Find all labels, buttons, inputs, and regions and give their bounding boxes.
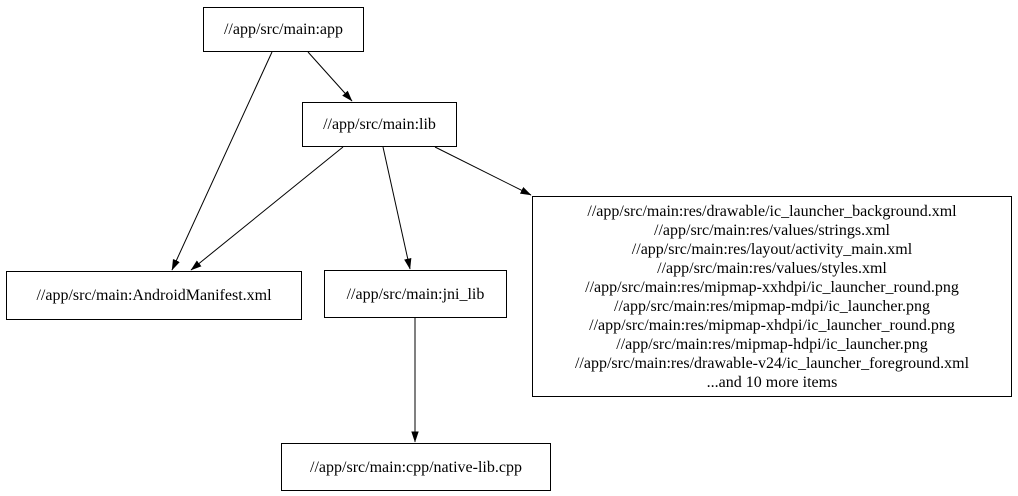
node-native-lib-cpp: //app/src/main:cpp/native-lib.cpp (281, 443, 551, 491)
node-label-line: //app/src/main:res/drawable/ic_launcher_… (587, 203, 957, 220)
node-res-files: //app/src/main:res/drawable/ic_launcher_… (532, 196, 1012, 397)
node-android-manifest-label: //app/src/main:AndroidManifest.xml (36, 287, 272, 304)
node-app: //app/src/main:app (203, 7, 364, 52)
node-label-line: //app/src/main:res/values/styles.xml (657, 260, 887, 277)
edge-lib-manifest (190, 146, 344, 271)
node-app-label: //app/src/main:app (223, 21, 344, 38)
node-lib-label: //app/src/main:lib (323, 116, 436, 133)
edge-app-lib (307, 51, 353, 102)
node-label-line: //app/src/main:res/mipmap-mdpi/ic_launch… (614, 298, 930, 315)
node-jni-lib-label: //app/src/main:jni_lib (346, 285, 485, 303)
node-label-line: //app/src/main:res/values/strings.xml (654, 222, 890, 239)
node-label-line: //app/src/main:res/layout/activity_main.… (631, 241, 913, 258)
node-label-line: //app/src/main:res/mipmap-xxhdpi/ic_laun… (585, 279, 959, 296)
edge-lib-jni-lib (382, 146, 412, 270)
node-label-line: //app/src/main:res/drawable-v24/ic_launc… (574, 355, 970, 372)
node-label-line: //app/src/main:res/mipmap-xhdpi/ic_launc… (589, 317, 955, 334)
edge-lib-res-group (434, 146, 532, 196)
node-jni-lib: //app/src/main:jni_lib (324, 270, 507, 318)
edge-app-manifest (171, 51, 273, 271)
node-native-lib-cpp-label: //app/src/main:cpp/native-lib.cpp (310, 458, 522, 476)
node-label-line: ...and 10 more items (706, 374, 838, 391)
node-lib: //app/src/main:lib (302, 102, 457, 147)
node-android-manifest: //app/src/main:AndroidManifest.xml (6, 271, 302, 320)
node-label-line: //app/src/main:res/mipmap-hdpi/ic_launch… (616, 336, 928, 353)
